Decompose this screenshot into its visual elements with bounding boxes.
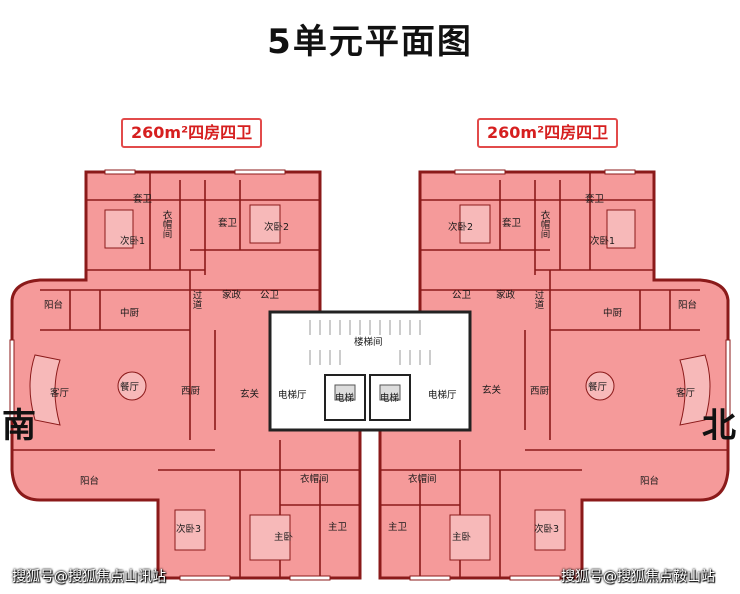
sofa-right: [679, 354, 711, 426]
page-title: 5单元平面图: [267, 22, 473, 62]
label-right-western-kitchen: 西厨: [530, 386, 550, 397]
label-right-dining: 餐厅: [588, 381, 608, 393]
label-left-dining: 餐厅: [120, 381, 140, 393]
label-right-public-bath: 公卫: [452, 290, 472, 301]
bed-right-1: [606, 209, 636, 249]
label-right-wardrobe: 衣帽间: [539, 209, 551, 239]
label-right-balcony-top: 阳台: [678, 299, 697, 311]
label-left-housekeeping: 家政: [222, 289, 242, 301]
label-right-master-bath-top: 套卫: [585, 193, 605, 205]
unit-left-walls: [12, 172, 360, 578]
label-right-bedroom3: 次卧3: [534, 523, 559, 535]
core: [268, 310, 472, 432]
room-labels-core: 楼梯间 电梯 电梯: [335, 336, 400, 404]
label-right-master-bath: 主卫: [388, 521, 408, 533]
label-core-stair: 楼梯间: [354, 336, 383, 348]
bed-left-3: [174, 509, 206, 551]
unit-right-outline: [378, 170, 730, 580]
label-right-balcony-bottom: 阳台: [640, 475, 659, 487]
label-left-wardrobe: 衣帽间: [161, 209, 173, 239]
elevator-car-1: [334, 384, 356, 401]
label-right-bedroom1: 次卧1: [590, 235, 615, 247]
label-left-foyer: 玄关: [240, 388, 260, 400]
unit-right-windows: [409, 169, 731, 581]
room-labels-left: 套卫 衣帽间 套卫 次卧2 次卧1 阳台 过道 中厨 家政 公卫 餐厅 西厨 客…: [44, 193, 348, 543]
label-left-living: 客厅: [50, 387, 70, 399]
label-left-balcony-bottom: 阳台: [80, 475, 99, 487]
label-left-western-kitchen: 西厨: [181, 386, 201, 397]
label-left-master-bath-top: 套卫: [133, 193, 153, 205]
label-right-elevator-hall: 电梯厅: [428, 389, 457, 401]
unit-badge-right: 260m²四房四卫: [477, 118, 619, 148]
label-right-corridor: 过道: [533, 289, 545, 310]
unit-right-walls: [380, 172, 728, 578]
direction-south: 南: [2, 406, 36, 446]
elevator-car-2: [379, 384, 401, 401]
label-left-balcony-top: 阳台: [44, 299, 63, 311]
label-left-bath: 套卫: [218, 217, 238, 229]
watermark-right: 搜狐号@搜狐焦点鞍山站: [561, 569, 715, 585]
label-right-living: 客厅: [676, 387, 696, 399]
bed-left-1: [104, 209, 134, 249]
label-left-kitchen: 中厨: [120, 307, 140, 319]
bed-right-3: [534, 509, 566, 551]
bed-right-master: [449, 514, 491, 561]
label-left-bedroom2: 次卧2: [264, 221, 289, 233]
label-left-master-bath: 主卫: [328, 521, 348, 533]
bed-left-master: [249, 514, 291, 561]
dining-table-right: [585, 371, 615, 401]
watermark-left: 搜狐号@搜狐焦点山讯站: [12, 569, 166, 585]
label-left-public-bath: 公卫: [260, 290, 280, 301]
label-right-bath: 套卫: [502, 217, 522, 229]
label-left-corridor: 过道: [191, 289, 203, 310]
label-core-elevator-2: 电梯: [380, 392, 400, 404]
label-right-foyer: 玄关: [482, 384, 502, 396]
unit-left: [9, 169, 362, 581]
label-left-bedroom3: 次卧3: [176, 523, 201, 535]
label-left-wardrobe-bottom: 衣帽间: [300, 473, 329, 485]
label-right-wardrobe-bottom: 衣帽间: [408, 473, 437, 485]
label-left-elevator-hall: 电梯厅: [278, 389, 307, 401]
bed-left-2: [249, 204, 281, 244]
sofa-left: [29, 354, 61, 426]
room-labels-right: 次卧2 套卫 衣帽间 套卫 次卧1 公卫 家政 过道 中厨 阳台 玄关 西厨 餐…: [388, 193, 697, 543]
label-core-elevator-1: 电梯: [335, 392, 355, 404]
label-right-bedroom2: 次卧2: [448, 221, 473, 233]
label-right-kitchen: 中厨: [603, 307, 623, 319]
bed-right-2: [459, 204, 491, 244]
label-left-master-bedroom: 主卧: [274, 531, 294, 543]
label-right-master-bedroom: 主卧: [452, 531, 472, 543]
unit-badge-left: 260m²四房四卫: [121, 118, 263, 148]
unit-left-windows: [9, 169, 331, 581]
label-left-bedroom1: 次卧1: [120, 235, 145, 247]
label-right-housekeeping: 家政: [496, 289, 516, 301]
dining-table-left: [117, 371, 147, 401]
stair-steps: [309, 320, 431, 365]
unit-left-outline: [10, 170, 362, 580]
direction-north: 北: [702, 406, 736, 446]
